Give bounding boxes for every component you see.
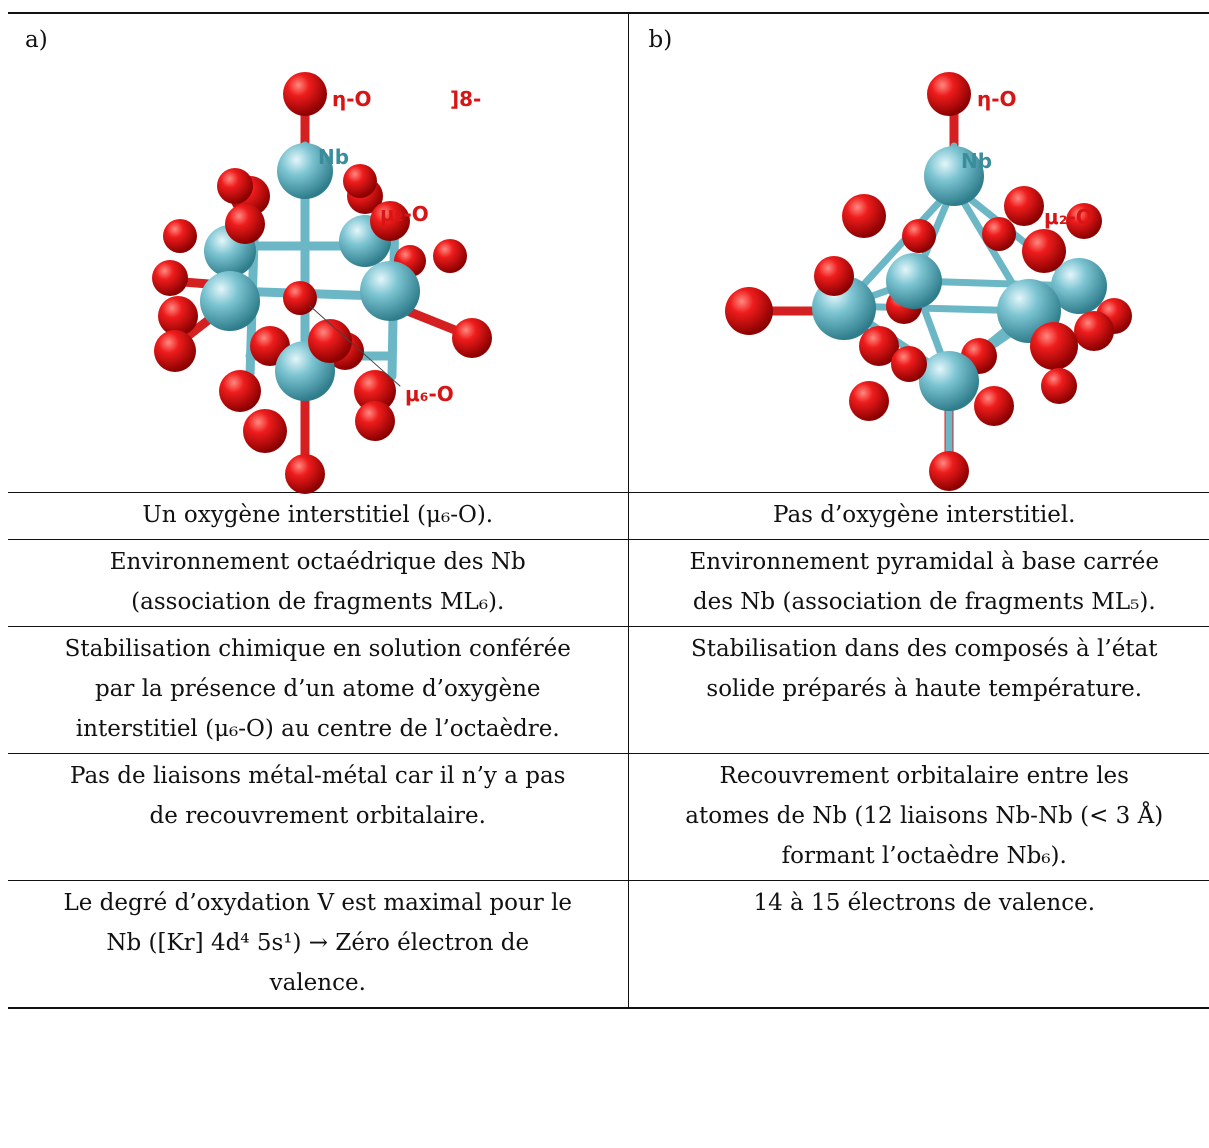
cell-line: Le degré d’oxydation V est maximal pour … (63, 890, 573, 916)
table-cell-left: Pas de liaisons métal-métal car il n’y a… (8, 753, 629, 881)
nb-label: Nb (318, 145, 349, 169)
table-cell-left: Le degré d’oxydation V est maximal pour … (8, 880, 629, 1009)
eta-o-label: η-O (977, 87, 1017, 111)
oxygen-atom (225, 204, 265, 244)
eta-o-label: η-O (332, 87, 372, 111)
niobium-atom (360, 261, 420, 321)
figure-row: a) (8, 12, 1209, 494)
niobium-atom (277, 143, 333, 199)
oxygen-atom (243, 409, 287, 453)
cell-line: Stabilisation dans des composés à l’état (690, 636, 1158, 662)
table-row: Un oxygène interstitiel (μ₆-O). Pas d’ox… (8, 492, 1209, 540)
oxygen-atom (217, 168, 253, 204)
cell-line: Recouvrement orbitalaire entre les (719, 763, 1129, 789)
cell-line: solide préparés à haute température. (706, 676, 1143, 702)
cell-line: atomes de Nb (12 liaisons Nb-Nb (< 3 Å) (685, 803, 1164, 829)
cell-line: de recouvrement orbitalaire. (149, 803, 486, 829)
table-row: Pas de liaisons métal-métal car il n’y a… (8, 753, 1209, 881)
oxygen-atom (724, 287, 773, 335)
oxygen-atom (308, 319, 352, 363)
oxygen-atom (858, 326, 899, 366)
molecule-a-image: η-O Nb μ₂-O μ₆-O ]8- (152, 72, 492, 494)
comparison-table: a) (8, 12, 1209, 1009)
table-row: Stabilisation chimique en solution confé… (8, 626, 1209, 754)
oxygen-atom (158, 296, 198, 336)
panel-a-label: a) (25, 27, 48, 53)
oxygen-atom (1029, 322, 1078, 370)
oxygen-atom (152, 260, 188, 296)
cell-line: Un oxygène interstitiel (μ₆-O). (142, 502, 494, 528)
oxygen-atom (343, 164, 377, 198)
oxygen-atom (1065, 203, 1102, 239)
nb-label: Nb (961, 149, 992, 173)
mu2-o-label: μ₂-O (1044, 205, 1093, 229)
cell-line: Environnement pyramidal à base carrée (689, 549, 1159, 575)
oxygen-atom (973, 386, 1014, 426)
oxygen-atom (163, 219, 197, 253)
table-cell-left: Environnement octaédrique des Nb (associ… (8, 539, 629, 627)
molecule-b-image: η-O Nb μ₂-O (724, 72, 1132, 491)
mu2-o-label: μ₂-O (380, 202, 429, 226)
oxygen-atom (813, 256, 854, 296)
cell-line: par la présence d’un atome d’oxygène (94, 676, 541, 702)
oxygen-atom (219, 370, 261, 412)
oxygen-atom (355, 401, 395, 441)
panel-b-cell: b) (628, 12, 1209, 493)
cell-line: valence. (269, 970, 366, 996)
oxygen-atom (890, 346, 927, 382)
table-cell-left: Un oxygène interstitiel (μ₆-O). (8, 492, 629, 540)
oxygen-atom (433, 239, 467, 273)
cell-line: Pas d’oxygène interstitiel. (773, 502, 1076, 528)
table-cell-left: Stabilisation chimique en solution confé… (8, 626, 629, 754)
oxygen-atom (981, 217, 1016, 251)
niobium-atom (923, 146, 984, 206)
oxygen-atom (354, 370, 396, 412)
panel-b-label: b) (648, 27, 673, 53)
cell-line: Stabilisation chimique en solution confé… (64, 636, 571, 662)
oxygen-atom (370, 201, 410, 241)
oxygen-atom (901, 219, 936, 253)
oxygen-atom (1040, 368, 1077, 404)
table-cell-right: Recouvrement orbitalaire entre les atome… (628, 753, 1209, 881)
table-row: Environnement octaédrique des Nb (associ… (8, 539, 1209, 627)
interstitial-oxygen-atom (283, 281, 317, 315)
oxygen-atom (283, 72, 327, 116)
cell-line: formant l’octaèdre Nb₆). (781, 843, 1067, 869)
oxygen-atom (848, 381, 889, 421)
cell-line: Pas de liaisons métal-métal car il n’y a… (70, 763, 566, 789)
oxygen-atom (1021, 229, 1066, 273)
table-cell-right: Stabilisation dans des composés à l’état… (628, 626, 1209, 754)
oxygen-atom (452, 318, 492, 358)
cell-line: interstitiel (μ₆-O) au centre de l’octaè… (75, 716, 560, 742)
oxygen-atom (1073, 311, 1114, 351)
oxygen-atom (1003, 186, 1044, 226)
table-row: Le degré d’oxydation V est maximal pour … (8, 880, 1209, 1009)
cell-line: Environnement octaédrique des Nb (109, 549, 526, 575)
table-cell-right: 14 à 15 électrons de valence. (628, 880, 1209, 1009)
oxygen-atom (285, 454, 325, 494)
cell-line: (association de fragments ML₆). (131, 589, 505, 615)
cell-line: des Nb (association de fragments ML₅). (692, 589, 1156, 615)
table-cell-right: Environnement pyramidal à base carrée de… (628, 539, 1209, 627)
mu6-o-label: μ₆-O (405, 382, 454, 406)
oxygen-atom (154, 330, 196, 372)
niobium-atom (1050, 258, 1107, 314)
panel-a-cell: a) (8, 12, 629, 494)
niobium-atom (885, 253, 942, 309)
niobium-atom (918, 351, 979, 411)
niobium-atom (200, 271, 260, 331)
oxygen-atom (926, 72, 971, 116)
cell-line: 14 à 15 électrons de valence. (753, 890, 1096, 916)
charge-label: ]8- (450, 87, 481, 111)
oxygen-atom (928, 451, 969, 491)
cell-line: Nb ([Kr] 4d⁴ 5s¹) → Zéro électron de (106, 930, 530, 956)
table-cell-right: Pas d’oxygène interstitiel. (628, 492, 1209, 540)
oxygen-atom (841, 194, 886, 238)
